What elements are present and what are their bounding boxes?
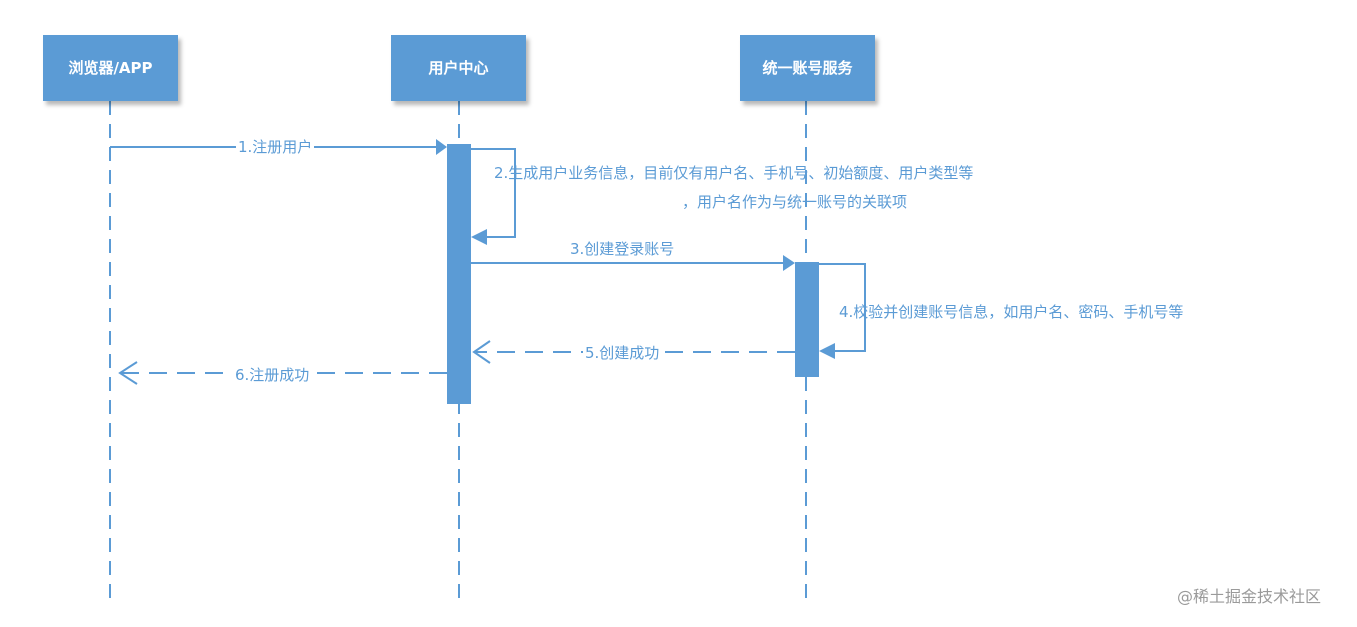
- actor-account-service: 统一账号服务: [740, 35, 875, 101]
- arrowhead-create-login-account: [783, 255, 795, 271]
- actor-browser-app: 浏览器/APP: [43, 35, 178, 101]
- arrowhead-create-success: [472, 340, 491, 364]
- activation-user-center: [447, 144, 471, 404]
- actor-user-center: 用户中心: [391, 35, 526, 101]
- message-label-generate-info-line1: 2.生成用户业务信息，目前仅有用户名、手机号、初始额度、用户类型等: [494, 164, 974, 182]
- arrowhead-generate-user-info: [471, 229, 487, 245]
- message-label-register-user: 1.注册用户: [236, 137, 315, 157]
- arrowhead-register-success: [118, 361, 138, 385]
- actor-browser-label: 浏览器/APP: [68, 59, 153, 77]
- message-label-create-login-account: 3.创建登录账号: [568, 239, 677, 259]
- arrow-generate-user-info: [471, 148, 516, 238]
- activation-account-service: [795, 262, 819, 377]
- arrow-validate-account: [819, 263, 866, 352]
- arrowhead-register-user: [436, 139, 447, 155]
- watermark: @稀土掘金技术社区: [1177, 587, 1322, 606]
- actor-user-center-label: 用户中心: [428, 59, 489, 77]
- message-label-generate-info-line2: ，用户名作为与统一账号的关联项: [682, 193, 908, 211]
- message-label-create-success: 5.创建成功: [583, 343, 662, 363]
- arrowhead-validate-account: [819, 343, 835, 359]
- message-label-register-success: 6.注册成功: [233, 365, 312, 385]
- actor-account-service-label: 统一账号服务: [762, 59, 853, 77]
- message-label-validate-account: 4.校验并创建账号信息，如用户名、密码、手机号等: [839, 303, 1184, 321]
